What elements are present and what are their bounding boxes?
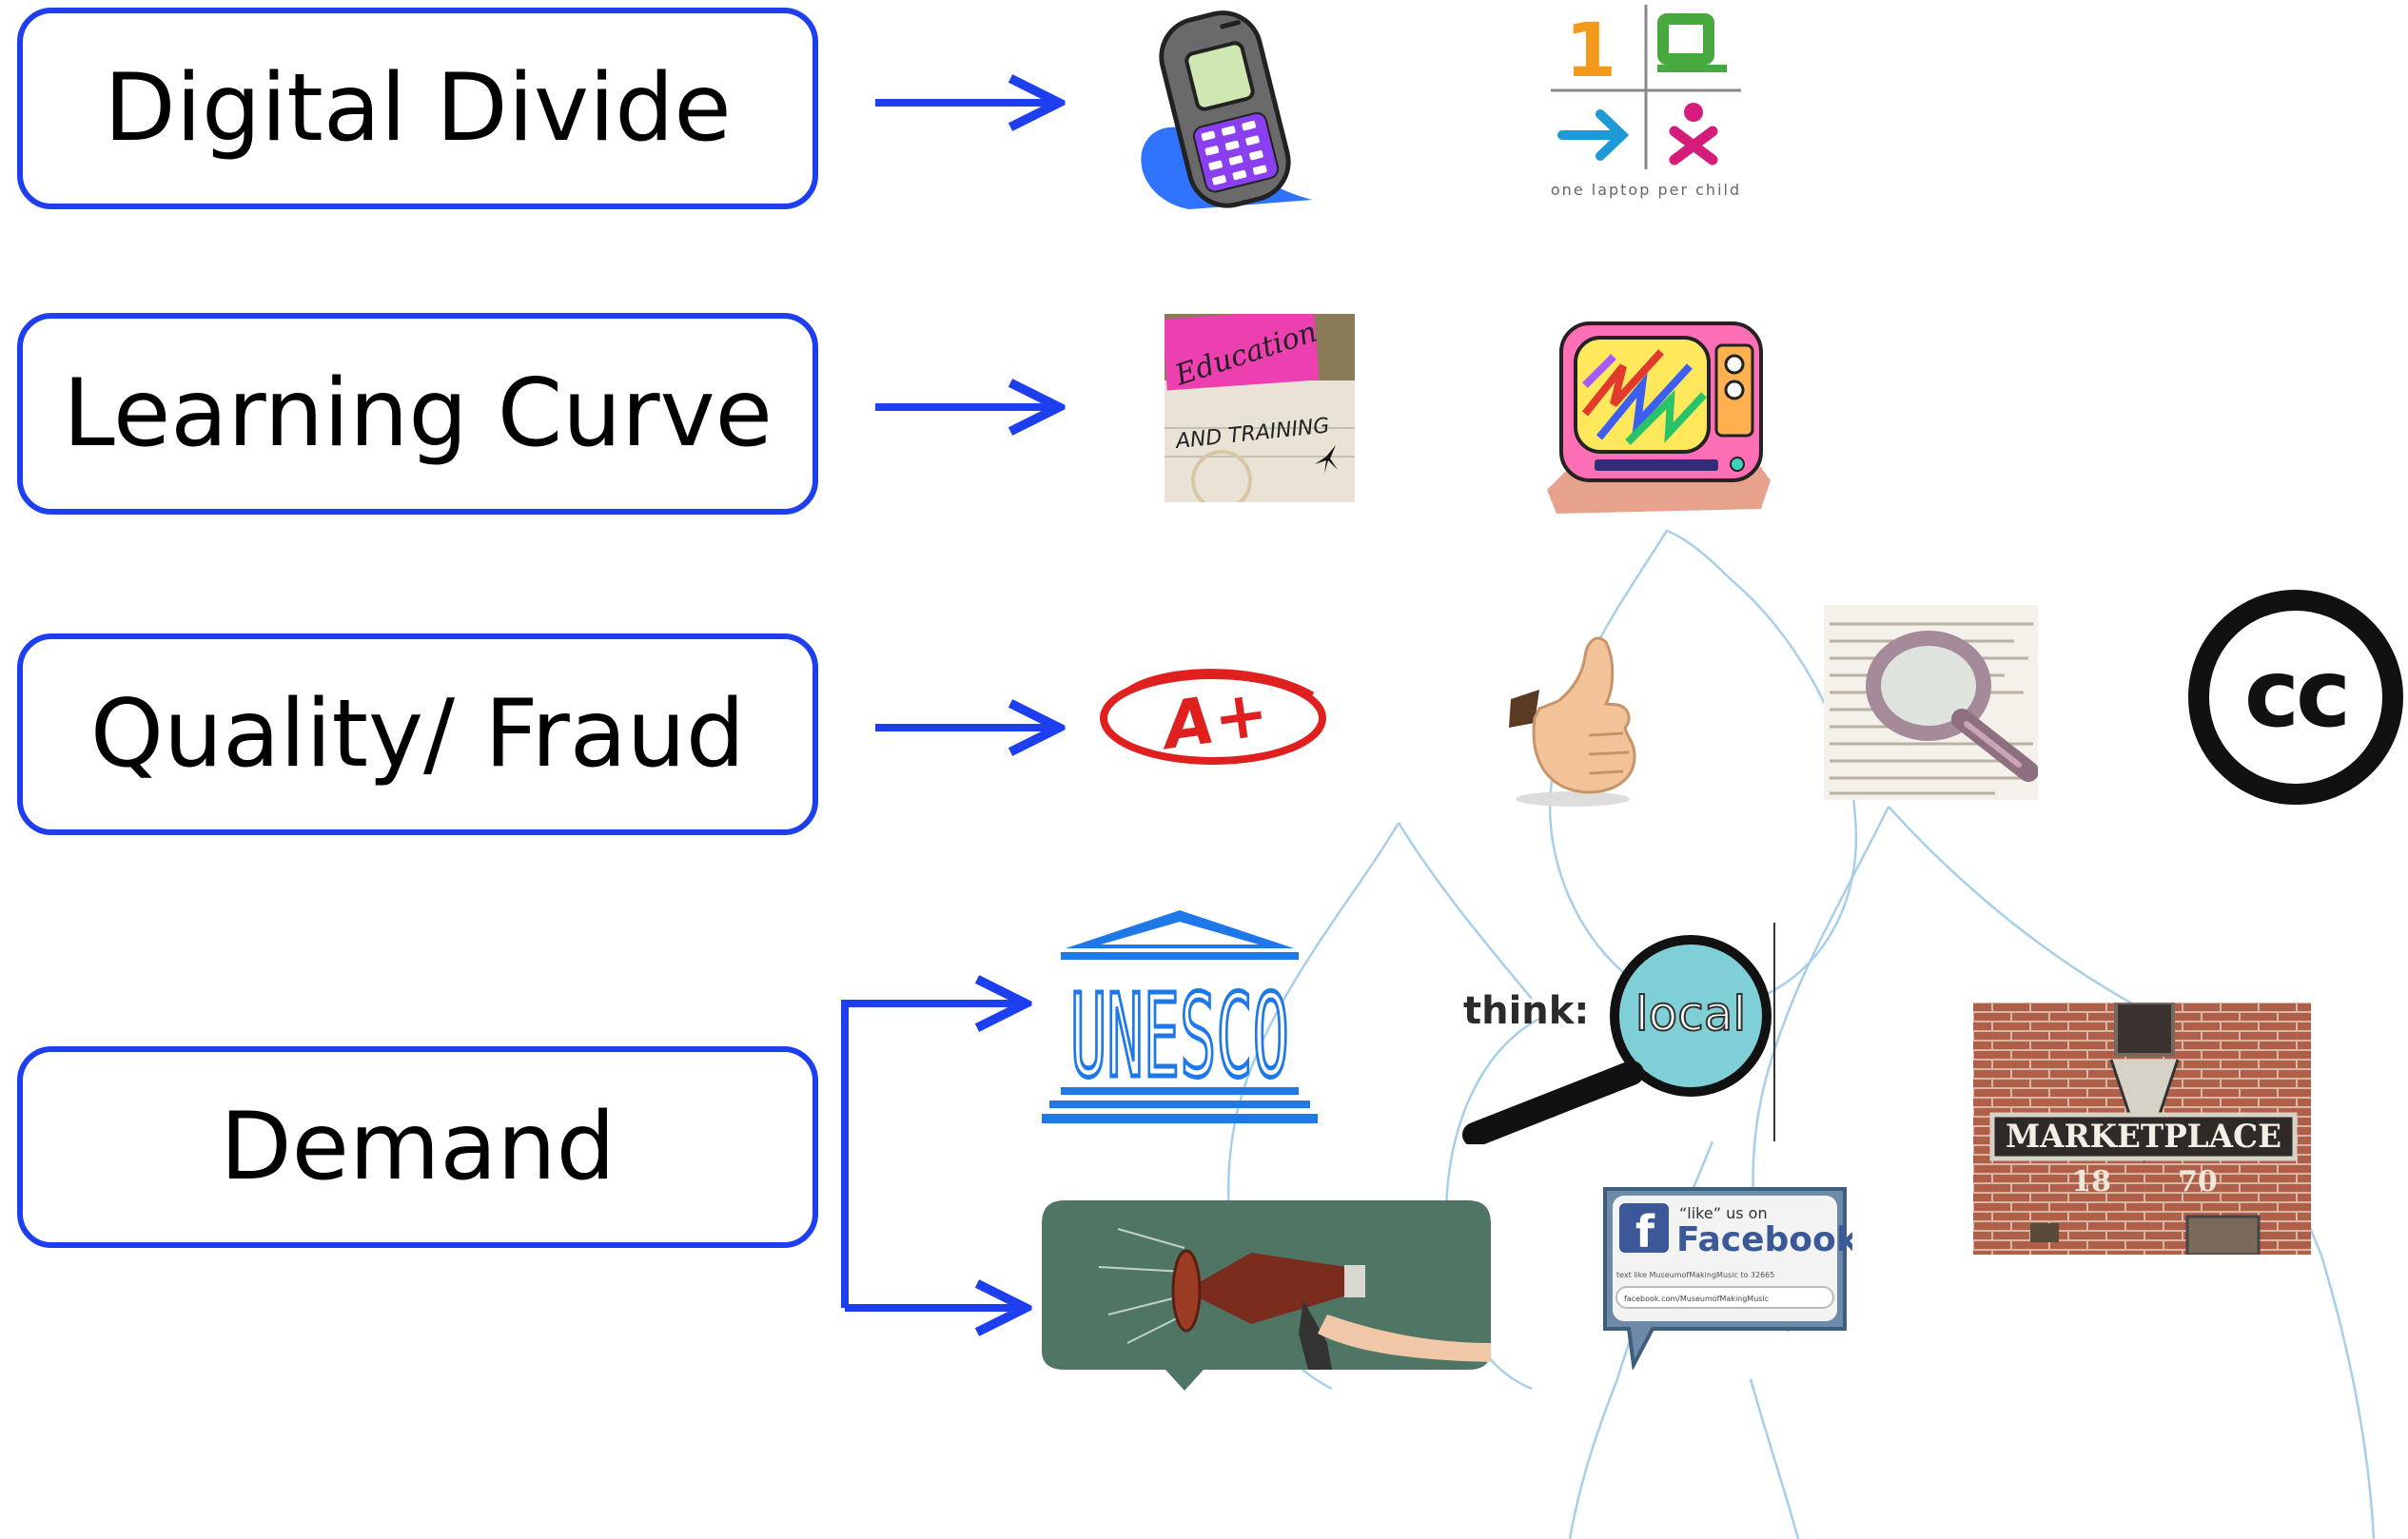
olpc-digit: 1 — [1565, 9, 1616, 94]
thumbs-up-icon — [1509, 636, 1636, 807]
cell-phone-icon — [1141, 10, 1313, 209]
quality-fraud-box: Quality/ Fraud — [17, 633, 818, 835]
local-text: local — [1635, 986, 1747, 1042]
facebook-brand-text: Facebook — [1676, 1220, 1852, 1259]
cc-text: cc — [2244, 640, 2347, 749]
marketplace-sign-image: MARKETPLACE 18 70 — [1973, 1003, 2311, 1255]
digital-divide-box: Digital Divide — [17, 8, 818, 209]
olpc-arrow-icon — [1557, 109, 1630, 161]
olpc-logo: 1 one laptop per child — [1551, 5, 1741, 199]
olpc-laptop-icon — [1657, 13, 1714, 65]
demand-box: Demand — [17, 1046, 818, 1248]
unesco-logo: UNESCO — [1042, 910, 1318, 1123]
demand-label: Demand — [220, 1093, 616, 1201]
olpc-child-icon — [1669, 103, 1718, 166]
creative-commons-icon: cc — [2188, 590, 2403, 805]
olpc-caption: one laptop per child — [1551, 181, 1741, 199]
marketplace-year-left: 18 — [2071, 1165, 2111, 1198]
grade-text: A+ — [1155, 675, 1273, 765]
think-text: think: — [1463, 989, 1589, 1033]
education-training-image: Education AND TRAINING — [1165, 314, 1355, 502]
svg-text:f: f — [1635, 1206, 1655, 1257]
facebook-fine-print: text like MuseumofMakingMusic to 32665 — [1616, 1271, 1774, 1279]
marketplace-year-right: 70 — [2178, 1165, 2218, 1198]
digital-divide-label: Digital Divide — [104, 54, 732, 163]
facebook-like-text: “like” us on — [1679, 1204, 1768, 1222]
accountability-magnifier-image — [1824, 605, 2038, 800]
a-plus-grade-icon: A+ — [1100, 669, 1326, 765]
facebook-url-text: facebook.com/MuseumofMakingMusic — [1624, 1295, 1769, 1303]
unesco-text: UNESCO — [1070, 971, 1289, 1103]
learning-curve-box: Learning Curve — [17, 313, 818, 515]
learning-curve-label: Learning Curve — [63, 360, 773, 468]
megaphone-chalkboard-image — [1042, 1200, 1491, 1391]
facebook-like-sign: f “like” us on Facebook text like Museum… — [1603, 1187, 1852, 1370]
marketplace-text: MARKETPLACE — [2006, 1118, 2281, 1156]
arrow-demand-branch — [841, 1003, 1023, 1308]
retro-tv-icon — [1547, 321, 1771, 514]
quality-fraud-label: Quality/ Fraud — [89, 680, 746, 789]
think-local-logo: think: local — [1462, 923, 1775, 1144]
